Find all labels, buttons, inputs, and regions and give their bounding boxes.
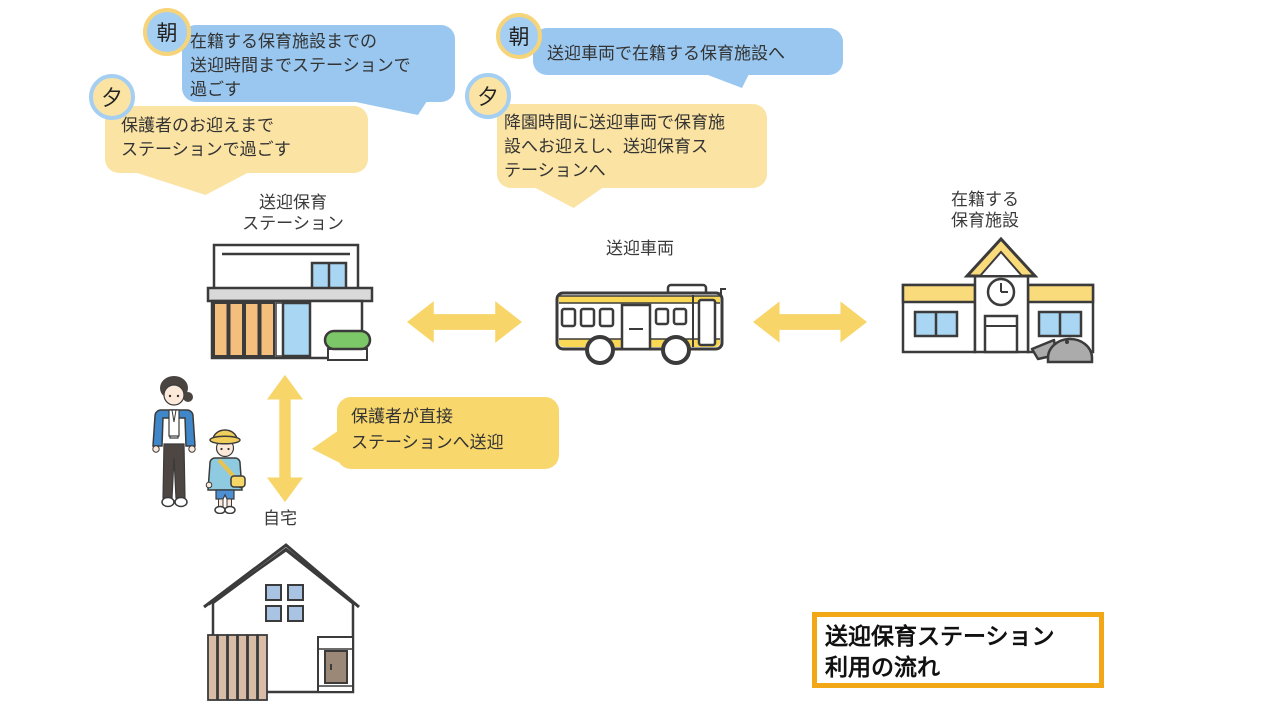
evening-badge: 夕: [89, 74, 135, 120]
double-arrow-station-home: [266, 374, 304, 503]
callout-text: ステーションへ送迎: [351, 433, 504, 452]
evening-badge: 夕: [465, 73, 511, 119]
school-label-line: 在籍する: [951, 190, 1019, 209]
clock-icon: [986, 277, 1016, 307]
callout-text: 降園時間に送迎車両で保育施: [504, 113, 725, 132]
callout-text: テーションへ: [504, 161, 606, 180]
station-building-icon: [206, 243, 374, 361]
callout-text: 保護者が直接: [351, 407, 453, 426]
bus-morning-bubble: 送迎車両で在籍する保育施設へ: [533, 28, 843, 75]
house-icon: [203, 543, 360, 701]
diagram-title-line: 利用の流れ: [825, 654, 940, 680]
fence-icon: [207, 634, 268, 701]
home-label-line: 自宅: [263, 509, 297, 528]
double-arrow-bus-school: [753, 301, 867, 343]
callout-text: 設へお迎えし、送迎保育ス: [504, 137, 708, 156]
callout-text: 在籍する保育施設までの: [190, 32, 377, 51]
badge-label: 朝: [508, 26, 530, 49]
station-label: 送迎保育 ステーション: [203, 192, 383, 234]
elephant-icon: [1030, 337, 1094, 364]
bus-label-line: 送迎車両: [606, 239, 674, 258]
badge-label: 夕: [477, 86, 499, 109]
home-direct-bubble: 保護者が直接 ステーションへ送迎: [337, 397, 559, 469]
double-arrow-station-bus: [407, 301, 522, 343]
station-morning-bubble: 在籍する保育施設までの 送迎時間までステーションで 過ごす: [182, 25, 455, 102]
shuttle-bus-icon: [555, 283, 726, 365]
bush-icon: [323, 329, 372, 361]
child-figure: [205, 429, 246, 514]
callout-text: ステーションで過ごす: [121, 140, 291, 159]
school-label: 在籍する 保育施設: [895, 189, 1075, 231]
station-label-line: ステーション: [242, 214, 344, 233]
school-label-line: 保育施設: [951, 211, 1019, 230]
bus-evening-bubble: 降園時間に送迎車両で保育施 設へお迎えし、送迎保育ス テーションへ: [497, 104, 767, 188]
callout-text: 送迎時間までステーションで: [190, 56, 411, 75]
parent-figure: [152, 376, 196, 508]
home-label: 自宅: [230, 508, 330, 529]
badge-label: 朝: [156, 22, 178, 45]
morning-badge: 朝: [496, 13, 542, 59]
parent-and-child-icon: [152, 376, 246, 514]
bus-label: 送迎車両: [555, 238, 725, 259]
diagram-title-box: 送迎保育ステーション 利用の流れ: [812, 612, 1104, 688]
house-door: [317, 636, 354, 693]
house-windows: [265, 584, 304, 622]
morning-badge: 朝: [143, 8, 191, 56]
callout-text: 保護者のお迎えまで: [121, 116, 274, 135]
callout-text: 過ごす: [190, 80, 242, 99]
callout-text: 送迎車両で在籍する保育施設へ: [547, 44, 785, 63]
diagram-title-line: 送迎保育ステーション: [825, 623, 1055, 649]
station-evening-bubble: 保護者のお迎えまで ステーションで過ごす: [105, 106, 368, 173]
school-building-icon: [901, 236, 1095, 364]
station-label-line: 送迎保育: [259, 193, 327, 212]
badge-label: 夕: [101, 87, 123, 110]
